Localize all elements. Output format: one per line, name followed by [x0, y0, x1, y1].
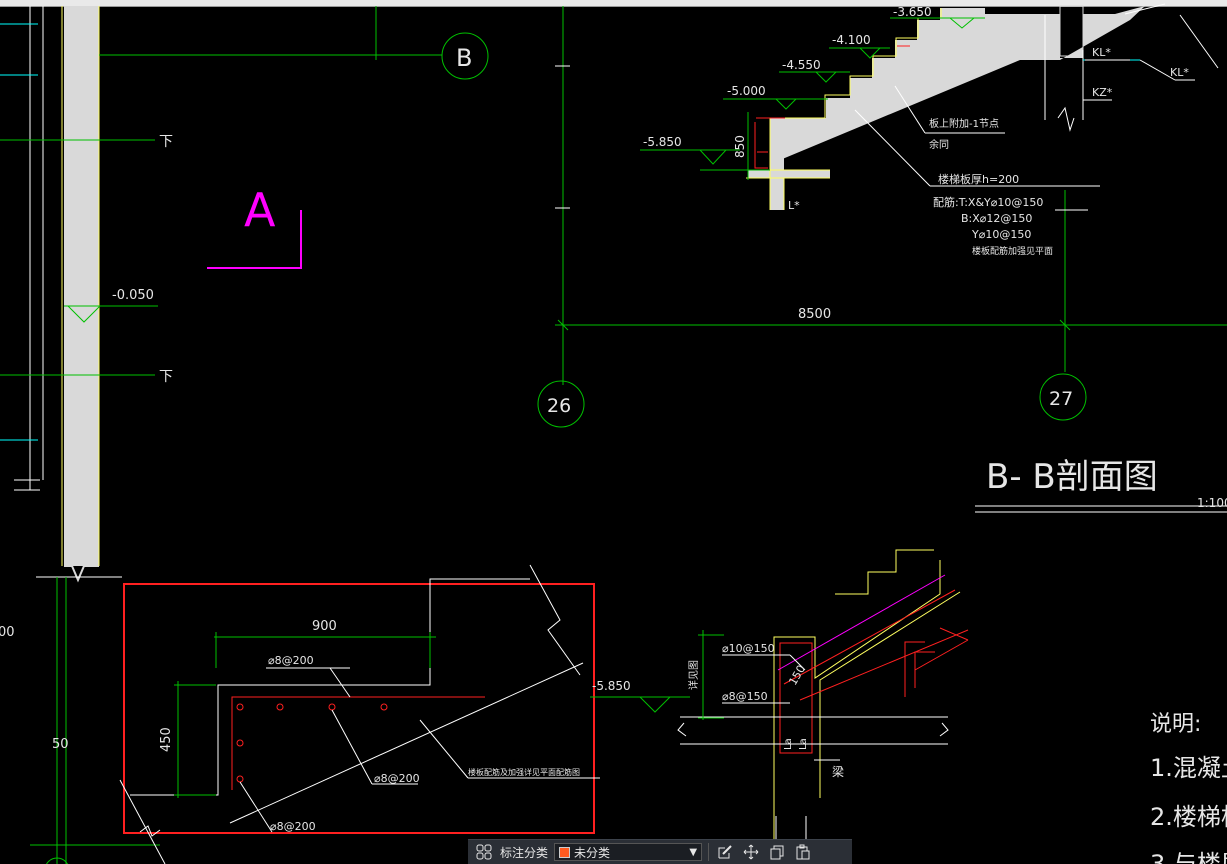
- axis-b: [99, 6, 489, 80]
- dim-450: 450: [159, 727, 174, 752]
- label-kl-1: KL*: [1092, 46, 1111, 59]
- rebar-d8-bot: ⌀8@200: [270, 820, 316, 833]
- notes-item-2: 2.楼梯构造: [1150, 803, 1227, 831]
- category-label: 标注分类: [500, 845, 549, 860]
- elev-5850: -5.850: [643, 135, 682, 149]
- dim-150: 150: [786, 663, 808, 688]
- section-a-letter: A: [244, 183, 276, 237]
- copy-icon[interactable]: [767, 842, 787, 862]
- label-l: L*: [788, 199, 800, 212]
- elev-4550: -4.550: [782, 58, 821, 72]
- detail-left-note: 楼板配筋及加强详见平面配筋图: [468, 767, 580, 777]
- rebar-line-4: 楼板配筋加强见平面: [972, 245, 1053, 257]
- grid-icon[interactable]: [474, 842, 494, 862]
- vert-dim-label: 详见图: [687, 660, 700, 690]
- dim-900: 900: [312, 619, 337, 634]
- elev-3650: -3.650: [893, 5, 932, 19]
- label-kl-2: KL*: [1170, 66, 1189, 79]
- axis-grid: [537, 6, 1227, 428]
- window-top-strip: [0, 0, 1227, 7]
- stair-section: [640, 3, 1219, 210]
- span-dimension: 8500: [798, 307, 831, 322]
- move-icon[interactable]: [741, 842, 761, 862]
- elev-4100: -4.100: [832, 33, 871, 47]
- beam-label: 梁: [832, 764, 844, 779]
- detail-left: [119, 564, 600, 864]
- slab-thickness: 楼梯板厚h=200: [938, 172, 1019, 186]
- title-scale: 1:100: [1197, 496, 1227, 510]
- category-select[interactable]: 未分类 ▼: [554, 843, 703, 861]
- annotation-toolbar: 标注分类 未分类 ▼: [468, 839, 852, 864]
- drawing-title: [975, 505, 1227, 513]
- note-detail-2: 余同: [929, 138, 949, 151]
- rebar-line-1: 配筋:T:X&Y⌀10@150: [933, 195, 1043, 209]
- elev-5000: -5.000: [727, 84, 766, 98]
- axis-26-label: 26: [547, 395, 571, 417]
- detail-right: [590, 549, 969, 864]
- notes-item-1: 1.混凝土强: [1150, 754, 1227, 782]
- dim-850: 850: [733, 135, 747, 158]
- axis-27-label: 27: [1049, 388, 1073, 410]
- title-main: B- B剖面图: [986, 457, 1158, 497]
- category-value: 未分类: [574, 845, 611, 860]
- down-label-1: 下: [159, 134, 173, 150]
- note-detail: 板上附加-1节点: [929, 117, 999, 130]
- la-2: La: [798, 738, 809, 750]
- chevron-down-icon: ▼: [689, 846, 698, 858]
- elev-left: -0.050: [112, 288, 154, 303]
- toolbar-divider: [708, 843, 710, 861]
- la-1: La: [783, 738, 794, 750]
- rebar-line-3: Y⌀10@150: [971, 228, 1031, 241]
- left-wall: [0, 6, 160, 864]
- rebar-d10-150: ⌀10@150: [722, 642, 775, 655]
- notes-heading: 说明:: [1150, 712, 1201, 737]
- rebar-d8-mid: ⌀8@200: [374, 772, 420, 785]
- dim-50: 50: [52, 737, 69, 752]
- edit-icon[interactable]: [715, 842, 735, 862]
- axis-b-label: B: [456, 44, 472, 72]
- rebar-line-2: B:X⌀12@150: [961, 212, 1032, 225]
- right-elev-5850: -5.850: [592, 679, 631, 693]
- down-label-2: 下: [159, 369, 173, 385]
- notes-item-3: 3.与楼层相: [1150, 850, 1227, 864]
- dim-left-edge: 00: [0, 625, 15, 640]
- label-kz: KZ*: [1092, 86, 1113, 99]
- section-mark-a: [207, 210, 302, 269]
- rebar-d8-150: ⌀8@150: [722, 690, 768, 703]
- paste-icon[interactable]: [793, 842, 813, 862]
- category-color-swatch: [559, 846, 571, 858]
- rebar-d8-top: ⌀8@200: [268, 654, 314, 667]
